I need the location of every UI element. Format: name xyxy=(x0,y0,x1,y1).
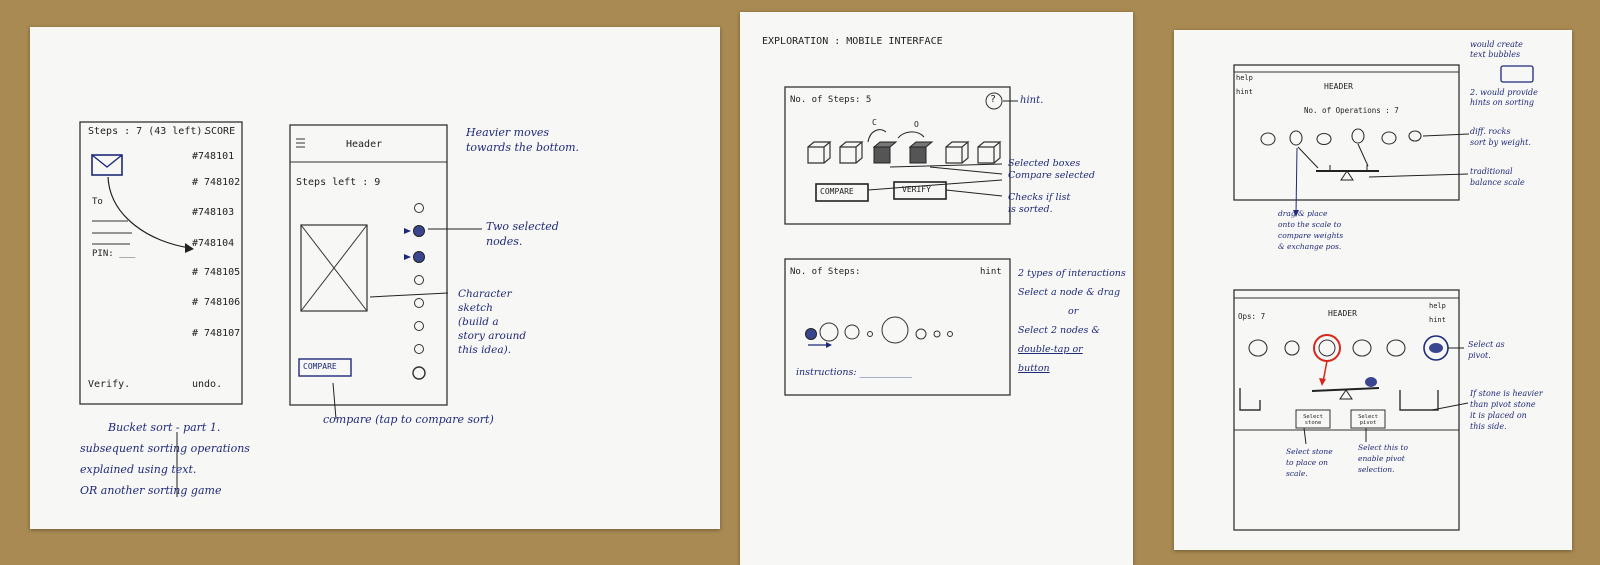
note-interactions: 2 types of interactions Select a node & … xyxy=(1018,268,1126,374)
compare-button: COMPARE xyxy=(303,362,337,371)
select-pivot-button: Select pivot xyxy=(1358,414,1378,426)
help-link: help xyxy=(1236,74,1253,82)
sheet-title: EXPLORATION : MOBILE INTERFACE xyxy=(762,36,943,47)
steps-header: Steps : 7 (43 left). xyxy=(88,126,209,137)
score-item: #748104 xyxy=(192,238,235,249)
score-item: #748103 xyxy=(192,207,235,218)
compare-mark: C xyxy=(872,118,877,127)
instructions-label: instructions: ___________ xyxy=(796,367,912,378)
ops-count: Ops: 7 xyxy=(1238,312,1266,321)
verify-label: Verify. xyxy=(88,379,131,390)
hint-link: hint xyxy=(1236,88,1253,96)
compare-button: COMPARE xyxy=(820,187,854,196)
score-item: # 748107 xyxy=(192,328,241,339)
to-label: To xyxy=(92,197,103,207)
window2-help: help xyxy=(1429,302,1446,310)
help-icon: ? xyxy=(990,94,997,105)
undo-label: undo. xyxy=(192,379,223,390)
window2-hint: hint xyxy=(1429,316,1446,324)
pin-label: PIN: ___ xyxy=(92,249,136,259)
sheet3-drawing xyxy=(1233,64,1534,531)
frame2-hint: hint xyxy=(980,267,1002,277)
operations-count: No. of Operations : 7 xyxy=(1304,106,1399,115)
score-header: SCORE xyxy=(205,126,236,137)
note-bucket-sort: Bucket sort - part 1. subsequent sorting… xyxy=(80,421,250,497)
frame1-steps: No. of Steps: 5 xyxy=(790,95,872,105)
sketch-sheet-1: Steps : 7 (43 left). SCORE #748101 # 748… xyxy=(30,27,720,529)
score-item: # 748102 xyxy=(192,177,241,188)
sketch-sheet-2: EXPLORATION : MOBILE INTERFACE No. of St… xyxy=(740,12,1133,565)
frame2-steps: No. of Steps: xyxy=(790,267,861,277)
window2-header: HEADER xyxy=(1328,309,1357,318)
note-compare: compare (tap to compare sort) xyxy=(323,413,494,426)
sketch-sheet-3: help hint HEADER No. of Operations : 7 w… xyxy=(1174,30,1572,550)
sheet2-drawing xyxy=(784,86,1018,396)
note-hint: hint. xyxy=(1020,95,1044,106)
sheet1-drawing xyxy=(79,121,482,497)
window1-header: HEADER xyxy=(1324,82,1353,91)
score-item: #748101 xyxy=(192,151,235,162)
score-item: # 748105 xyxy=(192,267,241,278)
score-item: # 748106 xyxy=(192,297,241,308)
select-stone-button: Select stone xyxy=(1303,414,1323,426)
verify-button: VERIFY xyxy=(902,185,931,194)
phone-b-header: Header xyxy=(346,139,383,150)
steps-left: Steps left : 9 xyxy=(296,177,381,188)
order-mark: O xyxy=(914,120,919,129)
